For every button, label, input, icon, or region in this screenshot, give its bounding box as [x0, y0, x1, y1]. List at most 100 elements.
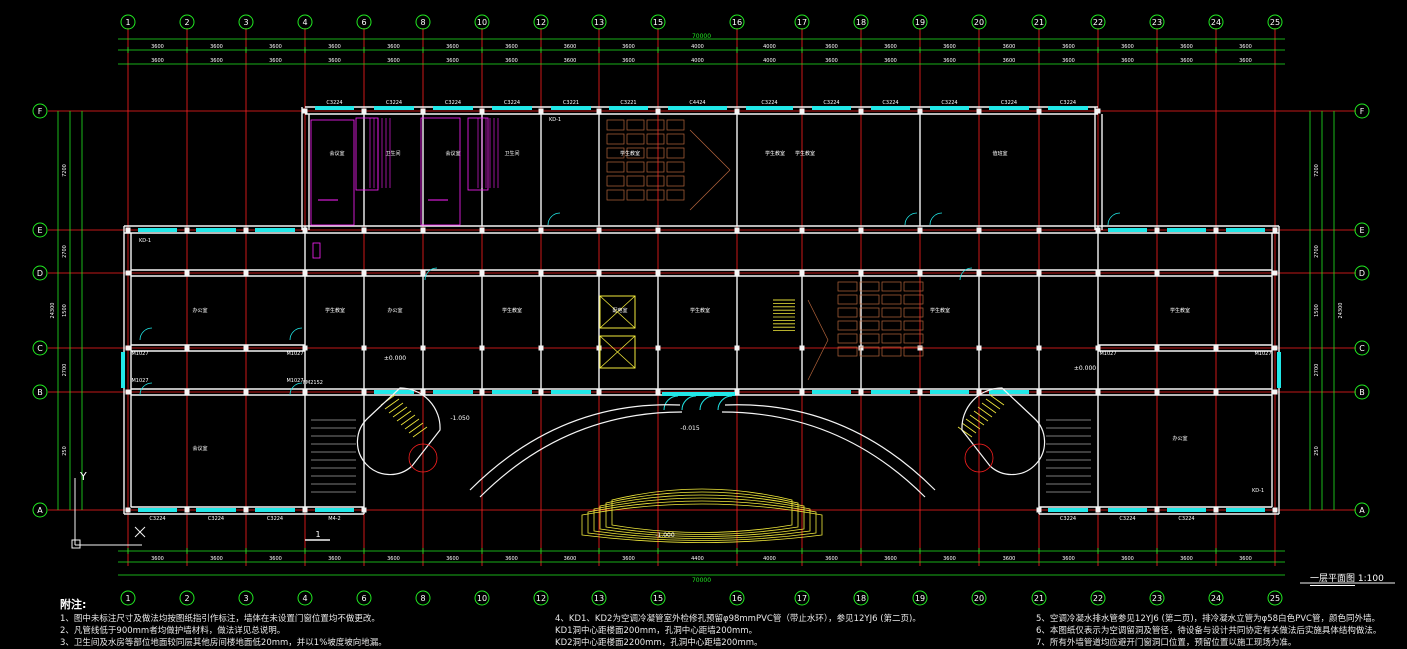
room-label: 学生教室	[325, 307, 345, 314]
entrance-door-leaf	[681, 395, 697, 411]
window-tag-top: C3224	[882, 100, 898, 106]
axis-label-top: 24	[1211, 18, 1221, 27]
column	[734, 345, 740, 351]
room-label: 学生教室	[1170, 307, 1190, 314]
column	[125, 389, 131, 395]
classroom-desk	[666, 147, 685, 159]
dimension-label-bottom: 3600	[1003, 556, 1016, 562]
classroom-desk	[881, 294, 902, 305]
axis-label-top: 10	[477, 18, 487, 27]
window-tag-top: C3224	[1060, 100, 1076, 106]
stair-tread	[404, 418, 420, 430]
note-line: KD2洞中心距楼面2200mm，孔洞中心距墙200mm。	[555, 638, 763, 648]
dimension-label-top-inner: 3600	[622, 58, 635, 64]
window-tag-bottom: C3224	[1119, 516, 1135, 522]
column	[799, 389, 805, 395]
column	[184, 345, 190, 351]
dimension-label-bottom: 3600	[328, 556, 341, 562]
stair-tread	[985, 398, 1001, 410]
dimension-label-top: 3600	[1062, 44, 1075, 50]
entrance-curve	[469, 404, 681, 491]
column	[184, 227, 190, 233]
stair-tread	[961, 422, 977, 434]
axis-bubble	[179, 14, 195, 30]
column	[420, 227, 426, 233]
classroom-desk	[646, 175, 665, 187]
lectern-line	[689, 129, 731, 171]
entrance-steps	[605, 491, 799, 535]
dimension-label-right: 2700	[1314, 364, 1320, 377]
dimension-label-top: 3600	[1121, 44, 1134, 50]
dimension-label-bottom: 3600	[943, 556, 956, 562]
dimension-label-top-inner: 3600	[505, 58, 518, 64]
dimension-label-bottom: 3600	[210, 556, 223, 562]
classroom-desk	[626, 161, 645, 173]
window-tag-top: C3224	[504, 100, 520, 106]
column	[538, 227, 544, 233]
axis-label-bottom: 17	[797, 594, 807, 603]
axis-bubble	[474, 14, 490, 30]
window	[196, 508, 236, 512]
axis-bubble	[650, 14, 666, 30]
door-swing	[904, 212, 918, 226]
axis-label-right: B	[1359, 388, 1365, 397]
axis-bubble	[1031, 14, 1047, 30]
dimension-label-left: 7200	[62, 164, 68, 177]
classroom-desk	[859, 281, 880, 292]
axis-bubble	[1208, 14, 1224, 30]
column	[1036, 507, 1042, 513]
column	[734, 270, 740, 276]
axis-bubble	[591, 590, 607, 606]
classroom-desk	[903, 307, 924, 318]
axis-bubble	[650, 590, 666, 606]
axis-label-top: 22	[1093, 18, 1103, 27]
stair-tread	[981, 402, 997, 414]
dimension-label-top: 3600	[1003, 44, 1016, 50]
classroom-desk	[837, 320, 858, 331]
column	[917, 108, 923, 114]
notes-middle: 4、KD1、KD2为空调冷凝管室外检修孔预留φ98mmPVC管（带止水环），参见…	[555, 613, 921, 649]
door-tag: KD-1	[549, 117, 561, 123]
axis-bubble	[32, 340, 48, 356]
window	[812, 106, 851, 110]
axis-label-top: 6	[361, 18, 366, 27]
axis-bubble	[533, 590, 549, 606]
dimension-total-left: 24300	[50, 303, 56, 319]
dimension-label-top-inner: 3600	[328, 58, 341, 64]
axis-label-bottom: 25	[1270, 594, 1280, 603]
dimension-label-top-inner: 3600	[446, 58, 459, 64]
axis-bubble	[32, 103, 48, 119]
room-label: 办公室	[387, 307, 402, 314]
column	[538, 270, 544, 276]
dimension-label-bottom: 3600	[387, 556, 400, 562]
stair-tread	[977, 406, 993, 418]
window	[492, 390, 532, 394]
window	[1226, 228, 1265, 232]
window	[989, 390, 1029, 394]
axis-label-bottom: 21	[1034, 594, 1044, 603]
classroom-desk	[646, 133, 665, 145]
axis-label-top: 23	[1152, 18, 1162, 27]
window	[930, 390, 969, 394]
door-swing	[289, 327, 303, 341]
window	[930, 106, 969, 110]
column	[538, 108, 544, 114]
door-swing	[289, 382, 303, 396]
column	[361, 389, 367, 395]
axis-bubble	[474, 590, 490, 606]
column	[243, 270, 249, 276]
dimension-label-top: 4000	[691, 44, 704, 50]
dimension-label-bottom: 3600	[1180, 556, 1193, 562]
dimension-label-right: 7200	[1314, 164, 1320, 177]
column	[976, 345, 982, 351]
stair-tower-west	[356, 387, 441, 476]
dimension-label-bottom: 3600	[884, 556, 897, 562]
axis-label-right: D	[1359, 269, 1365, 278]
column	[734, 227, 740, 233]
stair-tower-circle	[408, 443, 438, 473]
drawing-title-block: 一层平面图 1:100	[1310, 571, 1384, 586]
door-swing	[929, 212, 943, 226]
column	[1095, 270, 1101, 276]
lectern-line	[807, 339, 829, 381]
window	[871, 106, 910, 110]
